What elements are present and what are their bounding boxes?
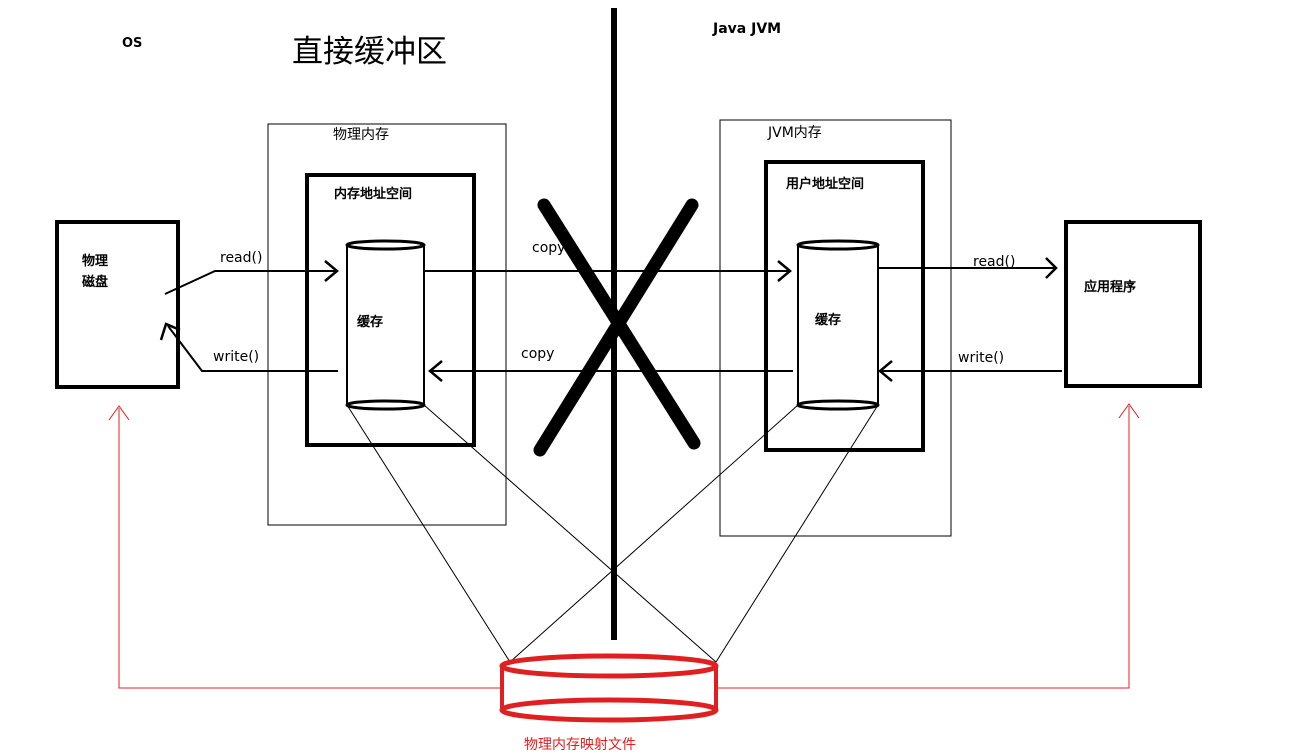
mapped-to-app-arrowhead xyxy=(1118,403,1140,419)
jvm-memory-box xyxy=(719,119,952,537)
mapped-file-label: 物理内存映射文件 xyxy=(524,737,636,753)
os-label: OS xyxy=(122,36,142,51)
memory-address-space-label: 内存地址空间 xyxy=(334,186,412,202)
mapping-projection-lines xyxy=(346,404,879,663)
mapped-to-app-line xyxy=(716,406,1130,689)
physical-disk-box xyxy=(55,220,180,389)
diagram-title: 直接缓冲区 xyxy=(292,34,447,70)
write-arrow-left xyxy=(167,325,338,372)
mapped-to-disk-arrowhead xyxy=(108,405,130,421)
application-box xyxy=(1064,220,1202,388)
copy-arrow-top-head xyxy=(777,260,792,282)
jvm-memory-label: JVM内存 xyxy=(767,125,822,141)
mapped-to-disk-line xyxy=(118,408,502,689)
disk-label-line1: 物理 xyxy=(82,253,108,269)
mapped-file-cylinder xyxy=(499,653,719,723)
read-arrow-left xyxy=(164,270,335,295)
copy-label-top: copy xyxy=(532,240,565,256)
write-label-left: write() xyxy=(213,349,259,365)
read-arrow-left-head xyxy=(324,260,339,282)
user-address-space-label: 用户地址空间 xyxy=(785,176,864,192)
copy-arrow-bottom-head xyxy=(428,360,443,382)
jvm-label: Java JVM xyxy=(712,21,781,37)
cache-label-right: 缓存 xyxy=(815,312,841,328)
read-arrow-right-head xyxy=(1045,257,1058,279)
memory-address-space-box xyxy=(305,173,476,447)
physical-memory-box xyxy=(267,123,507,526)
read-label-left: read() xyxy=(220,250,262,266)
cache-label-left: 缓存 xyxy=(357,314,383,330)
user-address-space-box xyxy=(764,160,925,452)
write-arrow-right-head xyxy=(878,360,893,382)
physical-memory-label: 物理内存 xyxy=(333,127,389,143)
write-arrow-left-head xyxy=(159,322,181,341)
copy-label-bottom: copy xyxy=(521,346,554,362)
write-label-right: write() xyxy=(958,350,1004,366)
application-label: 应用程序 xyxy=(1084,279,1136,295)
read-label-right: read() xyxy=(973,254,1015,270)
cross-out-mark xyxy=(533,198,701,457)
disk-label-line2: 磁盘 xyxy=(82,274,108,290)
